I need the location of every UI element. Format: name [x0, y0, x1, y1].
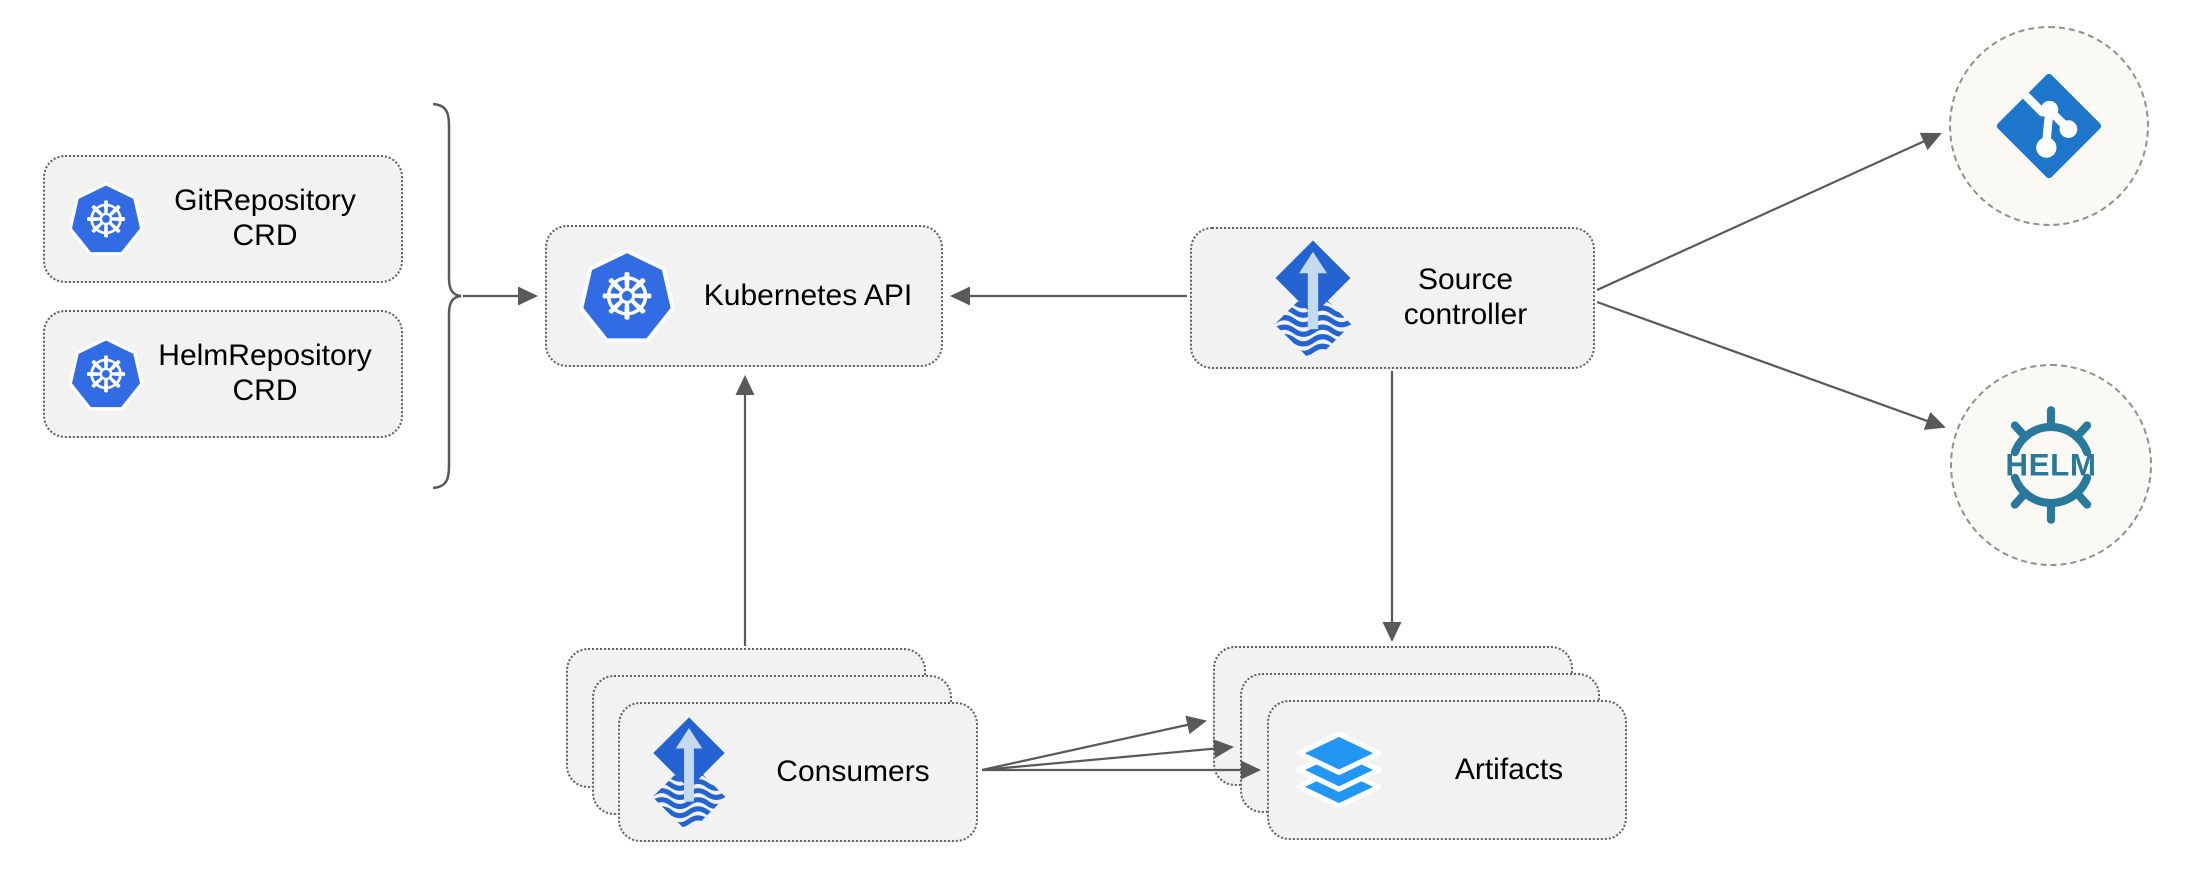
layers-icon — [1291, 721, 1387, 819]
node-label-line1: Source — [1417, 263, 1514, 297]
kubernetes-icon — [577, 246, 677, 346]
node-label: GitRepository CRD — [145, 184, 401, 254]
node-git-repository-crd: GitRepository CRD — [43, 155, 403, 283]
node-label: Artifacts — [1454, 752, 1564, 786]
node-label: Kubernetes API — [703, 278, 913, 312]
node-label-line2: controller — [1403, 298, 1528, 331]
kubernetes-icon — [67, 335, 145, 413]
arrow-consumers-to-artifacts-back — [981, 715, 1207, 772]
helm-wordmark: HELM — [2005, 447, 2096, 482]
node-label: Consumers — [776, 754, 930, 788]
node-label: HelmRepository CRD — [145, 339, 401, 409]
node-helm-repository-crd: HelmRepository CRD — [43, 310, 403, 438]
node-consumers: Consumers — [618, 702, 978, 842]
node-label-line2: CRD — [232, 374, 298, 407]
brace-icon — [432, 102, 462, 490]
node-git-endpoint — [1949, 26, 2149, 226]
node-label: Source controller — [1354, 263, 1593, 333]
helm-icon: HELM — [1987, 401, 2115, 529]
node-label-line1: HelmRepository — [158, 339, 372, 373]
arrow-source-to-git — [1596, 132, 1942, 292]
arrow-consumers-to-artifacts-middle — [981, 739, 1234, 772]
node-source-controller: Source controller — [1190, 227, 1595, 369]
node-kubernetes-api: Kubernetes API — [545, 225, 943, 367]
node-helm-endpoint: HELM — [1950, 364, 2152, 566]
kubernetes-icon — [67, 180, 145, 258]
flux-icon — [650, 715, 728, 829]
node-label-line1: GitRepository — [174, 184, 356, 218]
node-artifacts: Artifacts — [1267, 700, 1627, 840]
node-label-line2: CRD — [232, 219, 298, 252]
git-icon — [1996, 73, 2102, 179]
arrow-source-to-helm — [1596, 300, 1946, 430]
flux-icon — [1272, 238, 1354, 358]
